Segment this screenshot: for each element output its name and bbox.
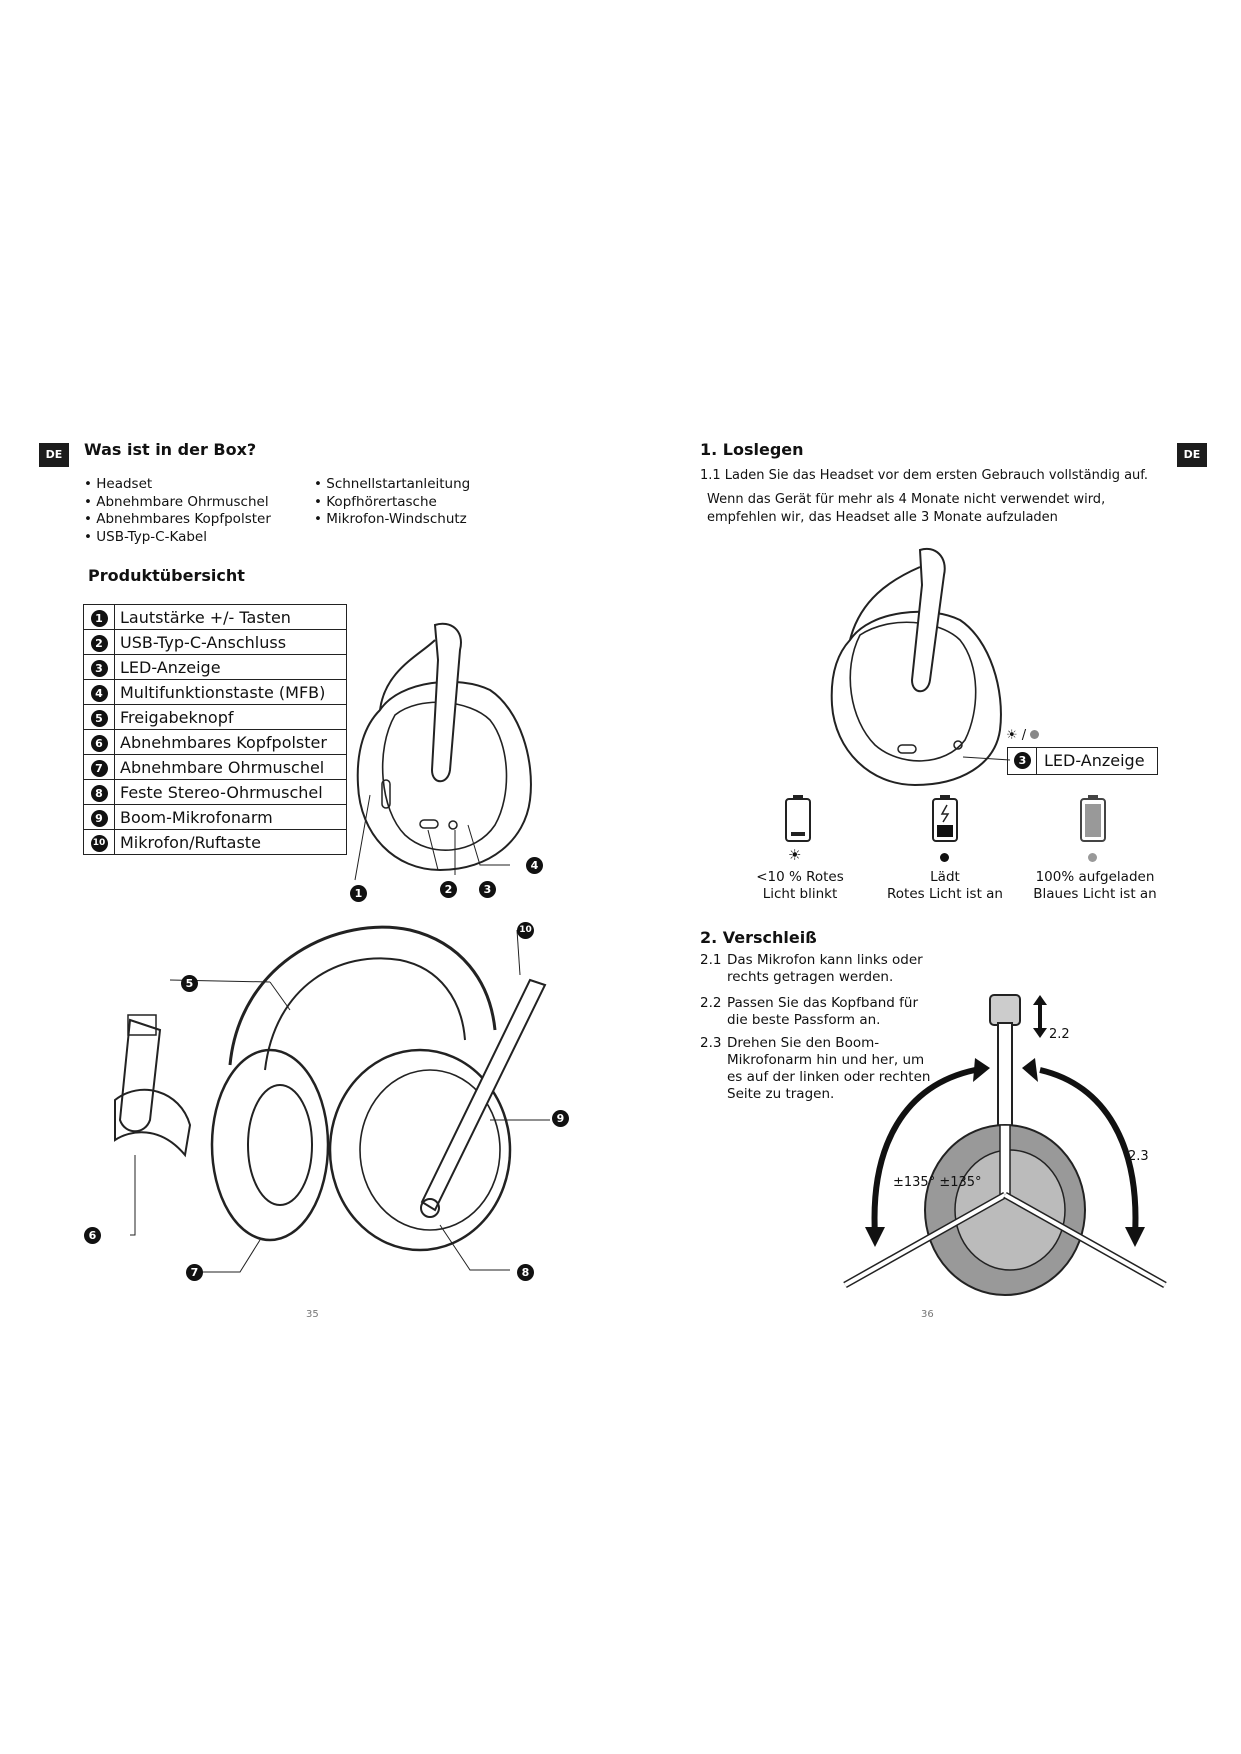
s1-line1: 1.1 Laden Sie das Headset vor dem ersten… (700, 468, 1149, 483)
part-number: 3 (90, 659, 108, 677)
box-item: • Headset (84, 476, 153, 492)
table-row: 1 Lautstärke +/- Tasten (83, 604, 347, 630)
battery-caption-low: <10 % Rotes Licht blinkt (756, 869, 844, 902)
callout-5: 5 (181, 975, 198, 992)
box-item: • Abnehmbare Ohrmuschel (84, 493, 269, 510)
battery-caption-charging: Lädt Rotes Licht ist an (887, 869, 1003, 902)
callout-2: 2 (440, 881, 457, 898)
battery-caption-full: 100% aufgeladen Blaues Licht ist an (1033, 869, 1157, 902)
part-label: Multifunktionstaste (MFB) (114, 679, 347, 705)
table-row: 6 Abnehmbares Kopfpolster (83, 729, 347, 755)
s1-line3: empfehlen wir, das Headset alle 3 Monate… (707, 510, 1058, 525)
led-number: 3 (1014, 752, 1031, 769)
headset-illustration (114, 925, 550, 1273)
part-label: Feste Stereo-Ohrmuschel (114, 779, 347, 805)
parts-table: 1 Lautstärke +/- Tasten 2 USB-Typ-C-Anschl… (83, 604, 347, 855)
page-number-left: 35 (306, 1309, 319, 1320)
box-item: • USB-Typ-C-Kabel (84, 528, 207, 545)
part-number: 4 (90, 684, 108, 702)
led-blue-dot (1088, 853, 1097, 862)
table-row: 8 Feste Stereo-Ohrmuschel (83, 779, 347, 805)
part-number: 8 (90, 784, 108, 802)
page-number-right: 36 (921, 1309, 934, 1320)
part-number: 7 (90, 759, 108, 777)
part-number: 9 (90, 809, 108, 827)
callout-3: 3 (479, 881, 496, 898)
led-label-box: 3 LED-Anzeige (1007, 747, 1158, 775)
language-badge-right: DE (1177, 443, 1207, 467)
part-label: LED-Anzeige (114, 654, 347, 680)
box-contents-title: Was ist in der Box? (84, 440, 257, 459)
table-row: 7 Abnehmbare Ohrmuschel (83, 754, 347, 780)
s1-line2: Wenn das Gerät für mehr als 4 Monate nic… (707, 492, 1106, 507)
part-number: 1 (90, 609, 108, 627)
label-2-2: 2.2 (1049, 1027, 1070, 1042)
callout-7: 7 (186, 1264, 203, 1281)
sun-icon: ☀ (788, 847, 802, 864)
angle-label: ±135° ±135° (893, 1175, 982, 1190)
table-row: 3 LED-Anzeige (83, 654, 347, 680)
sun-icon: ☀ (1006, 728, 1018, 743)
battery-full-icon (1080, 795, 1106, 842)
part-number: 10 (90, 834, 108, 852)
led-label: LED-Anzeige (1044, 751, 1145, 770)
part-number: 5 (90, 709, 108, 727)
earcup-illustration (354, 622, 532, 881)
product-overview-title: Produktübersicht (88, 566, 245, 585)
part-number: 2 (90, 634, 108, 652)
battery-low-icon (785, 795, 811, 842)
section1-title: 1. Loslegen (700, 440, 804, 459)
box-item: • Mikrofon-Windschutz (314, 511, 467, 527)
box-item: • Abnehmbares Kopfpolster (84, 511, 271, 527)
part-label: USB-Typ-C-Anschluss (114, 629, 347, 655)
section2-title: 2. Verschleiß (700, 928, 817, 947)
callout-1: 1 (350, 885, 367, 902)
box-item: • Kopfhörertasche (314, 493, 437, 510)
table-row: 5 Freigabeknopf (83, 704, 347, 730)
callout-6: 6 (84, 1227, 101, 1244)
led-red-dot (940, 853, 949, 862)
table-row: 2 USB-Typ-C-Anschluss (83, 629, 347, 655)
callout-10: 10 (517, 922, 534, 939)
earcup-led-illustration (830, 547, 1011, 787)
battery-charging-icon (932, 795, 958, 842)
table-row: 4 Multifunktionstaste (MFB) (83, 679, 347, 705)
callout-9: 9 (552, 1110, 569, 1127)
table-row: 10 Mikrofon/Ruftaste (83, 829, 347, 855)
part-number: 6 (90, 734, 108, 752)
callout-4: 4 (526, 857, 543, 874)
part-label: Abnehmbares Kopfpolster (114, 729, 347, 755)
part-label: Boom-Mikrofonarm (114, 804, 347, 830)
label-2-3: 2.3 (1128, 1149, 1149, 1164)
box-item: • Schnellstartanleitung (314, 476, 471, 492)
table-row: 9 Boom-Mikrofonarm (83, 804, 347, 830)
part-label: Mikrofon/Ruftaste (114, 829, 347, 855)
led-dot-icon (1030, 730, 1040, 739)
part-label: Lautstärke +/- Tasten (114, 604, 347, 630)
part-label: Abnehmbare Ohrmuschel (114, 754, 347, 780)
part-label: Freigabeknopf (114, 704, 347, 730)
box-contents-list-2: • Schnellstartanleitung • Kopfhörertasch… (314, 476, 470, 529)
language-badge-left: DE (39, 443, 69, 467)
boom-rotation-illustration (843, 994, 1167, 1296)
led-symbols: ☀ / (1006, 727, 1040, 744)
callout-8: 8 (517, 1264, 534, 1281)
box-contents-list-1: • Headset • Abnehmbare Ohrmuschel • Abne… (84, 476, 271, 546)
